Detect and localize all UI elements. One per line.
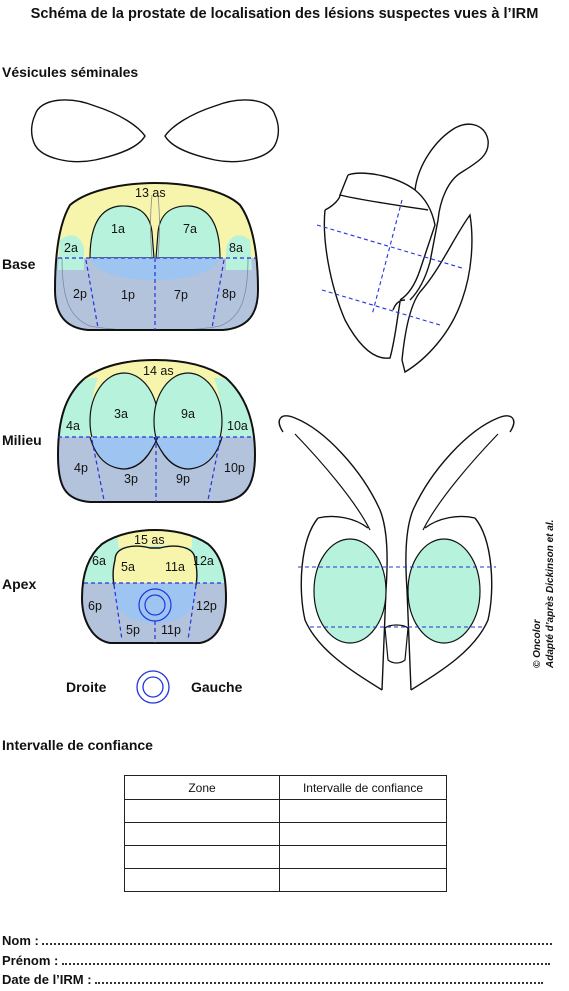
zone-label-13as: 13 as (135, 186, 166, 200)
zone-label-4a: 4a (66, 419, 80, 433)
zone-label-10a: 10a (227, 419, 248, 433)
section-apex-label: Apex (2, 576, 37, 592)
zone-label-12a: 12a (193, 554, 214, 568)
section-vesicules-label: Vésicules séminales (2, 64, 139, 80)
zone-label-7p: 7p (174, 288, 188, 302)
zone-label-5a: 5a (121, 560, 135, 574)
table-header-intervalle: Intervalle de confiance (279, 775, 447, 800)
form-nom-label: Nom : (2, 933, 39, 948)
zone-label-2p: 2p (73, 287, 87, 301)
zone-label-6p: 6p (88, 599, 102, 613)
zone-label-11a: 11a (165, 560, 185, 574)
zone-label-11p: 11p (161, 623, 181, 637)
orientation-symbol (136, 670, 170, 704)
section-base-label: Base (2, 256, 36, 272)
prostate-diagram: 13 as 1a 7a 2a 8a 2p 1p 7p 8p 14 as 3a 9… (30, 99, 556, 704)
zone-label-4p: 4p (74, 461, 88, 475)
seminal-vesicles-top (30, 99, 280, 163)
table-cell-zone[interactable] (124, 868, 280, 892)
zone-label-8a: 8a (229, 241, 243, 255)
sagittal-view (316, 123, 489, 374)
zone-label-10p: 10p (224, 461, 245, 475)
table-header-row: Zone Intervalle de confiance (124, 775, 447, 800)
table-header-zone: Zone (124, 775, 280, 800)
section-intervalle-label: Intervalle de confiance (2, 737, 153, 753)
zone-label-9p: 9p (176, 472, 190, 486)
form-date: Date de l’IRM : (2, 972, 544, 987)
form-date-line[interactable] (95, 973, 544, 984)
apex-slice (80, 528, 228, 644)
table-row (124, 868, 447, 892)
form-date-label: Date de l’IRM : (2, 972, 92, 987)
table-cell-intervalle[interactable] (279, 822, 447, 846)
zone-label-14as: 14 as (143, 364, 174, 378)
table-cell-intervalle[interactable] (279, 799, 447, 823)
zone-label-1p: 1p (121, 288, 135, 302)
base-slice (53, 181, 260, 331)
table-row (124, 822, 447, 846)
form-prenom-label: Prénom : (2, 953, 59, 968)
table-cell-zone[interactable] (124, 822, 280, 846)
form-prenom-line[interactable] (61, 954, 550, 965)
table-cell-zone[interactable] (124, 799, 280, 823)
zone-label-9a: 9a (181, 407, 195, 421)
section-milieu-label: Milieu (2, 432, 42, 448)
zone-label-5p: 5p (126, 623, 140, 637)
zone-label-7a: 7a (183, 222, 197, 236)
zone-label-15as: 15 as (134, 533, 165, 547)
orientation-droite-label: Droite (66, 679, 107, 695)
zone-label-2a: 2a (64, 241, 78, 255)
form-prenom: Prénom : (2, 953, 550, 968)
zone-label-12p: 12p (196, 599, 217, 613)
form-nom-line[interactable] (42, 934, 553, 945)
zone-label-3p: 3p (124, 472, 138, 486)
zone-label-8p: 8p (222, 287, 236, 301)
confidence-table: Zone Intervalle de confiance (124, 775, 447, 892)
table-row (124, 845, 447, 869)
table-cell-intervalle[interactable] (279, 868, 447, 892)
table-row (124, 799, 447, 823)
table-cell-intervalle[interactable] (279, 845, 447, 869)
zone-label-3a: 3a (114, 407, 128, 421)
credit-dickinson: Adapté d’après Dickinson et al. (545, 520, 556, 669)
orientation-gauche-label: Gauche (191, 679, 243, 695)
zone-label-6a: 6a (92, 554, 106, 568)
milieu-slice (56, 358, 257, 503)
zone-label-1a: 1a (111, 222, 125, 236)
form-nom: Nom : (2, 933, 553, 948)
coronal-view (278, 415, 515, 691)
page-title: Schéma de la prostate de localisation de… (30, 6, 539, 22)
credit-oncolor: © Oncolor (532, 618, 543, 668)
table-cell-zone[interactable] (124, 845, 280, 869)
